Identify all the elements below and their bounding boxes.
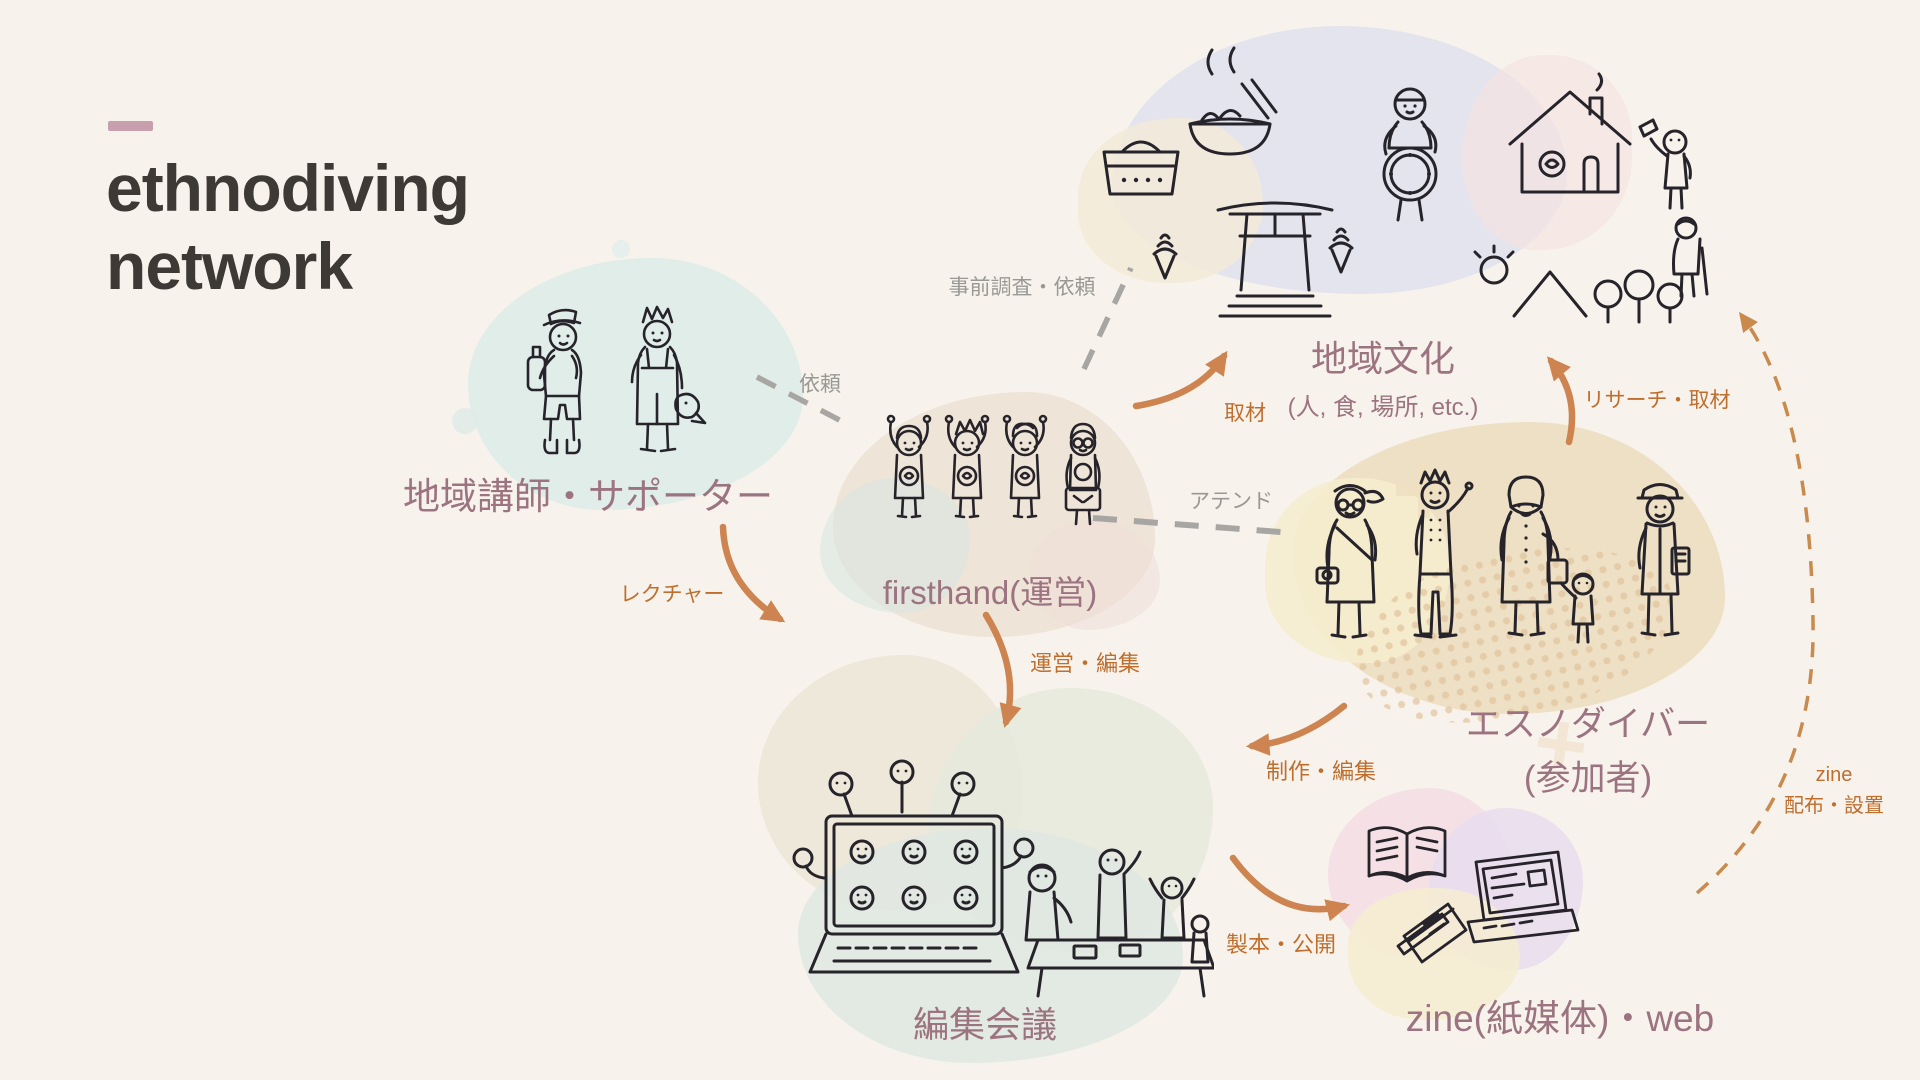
node-label-supporters: 地域講師・サポーター (403, 476, 773, 517)
ethnodivers-label: エスノダイバー (1465, 705, 1711, 744)
firsthand-blob-teal (820, 478, 970, 613)
ethnodivers-sublabel: (参加者) (1523, 759, 1653, 799)
zine-distribution-line2: 配布・設置 (1784, 795, 1884, 817)
connector-label-zine-distribution: zine 配布・設置 (1784, 760, 1884, 822)
connector-label-unei: 運営・編集 (1029, 651, 1141, 676)
culture-label: 地域文化 (1310, 338, 1455, 379)
connector-label-attend: アテンド (1189, 490, 1273, 513)
connector-label-jizen: 事前調査・依頼 (948, 276, 1096, 299)
supporters-blob-dot (612, 240, 630, 258)
culture-illustration (1090, 42, 1710, 347)
firsthand-blob-pink (1030, 520, 1160, 630)
connector-label-lecture: レクチャー (619, 583, 725, 606)
supporters-blob (468, 258, 803, 510)
title-accent-dash (108, 121, 153, 131)
supporters-illustration (515, 282, 730, 487)
connector-seihon-arrow (1229, 854, 1351, 922)
node-label-editing: 編集会議 (912, 1004, 1058, 1045)
connector-label-seisaku: 制作・編集 (1265, 759, 1377, 784)
connector-label-shuzai: 取材 (1224, 402, 1266, 425)
connector-label-seihon: 製本・公開 (1225, 932, 1337, 957)
zine-illustration (1352, 812, 1584, 995)
title-line-1: ethnodiving (106, 151, 470, 225)
page-title: ethnodiving network (106, 150, 470, 306)
supporters-blob-dot (452, 408, 478, 434)
culture-blob-cream (1078, 118, 1263, 283)
connector-label-irai: 依頼 (799, 373, 841, 396)
connector-lecture-arrow (719, 523, 786, 623)
culture-sublabel: (人, 食, 場所, etc.) (1287, 394, 1479, 421)
connector-shuzai-arrow (1132, 350, 1228, 410)
node-label-firsthand: firsthand(運営) (882, 574, 1098, 611)
title-line-2: network (106, 228, 353, 303)
node-label-zine: zine(紙媒体)・web (1405, 998, 1715, 1039)
firsthand-illustration (878, 412, 1110, 575)
connector-label-research: リサーチ・取材 (1583, 389, 1731, 412)
node-label-culture: 地域文化 (人, 食, 場所, etc.) (1288, 330, 1479, 422)
node-label-ethnodivers: エスノダイバー (参加者) (1466, 698, 1710, 807)
zine-distribution-line1: zine (1815, 764, 1853, 786)
ethnodivers-illustration (1290, 462, 1710, 757)
